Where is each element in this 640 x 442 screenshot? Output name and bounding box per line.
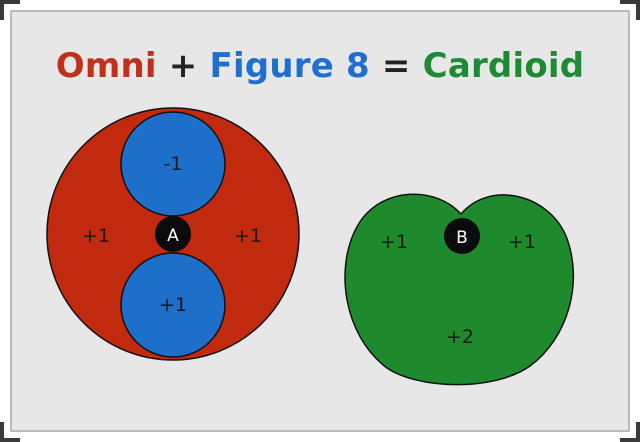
title-plus: + bbox=[168, 46, 198, 86]
cardioid-shape bbox=[344, 193, 575, 386]
cardioid-diagram: B +1 +1 +2 bbox=[344, 193, 575, 386]
corner-bracket-bottom-right bbox=[620, 422, 640, 442]
mic-a-label: A bbox=[167, 226, 179, 246]
cardioid-bottom-label: +2 bbox=[446, 326, 474, 348]
mic-a-dot bbox=[155, 216, 191, 252]
title-figure8: Figure 8 bbox=[209, 46, 370, 86]
cardioid-right-label: +1 bbox=[508, 231, 536, 253]
omni-right-label: +1 bbox=[234, 225, 262, 247]
title-cardioid: Cardioid bbox=[422, 46, 585, 86]
corner-bracket-top-right bbox=[620, 0, 640, 20]
omni-figure8-diagram: A +1 +1 -1 +1 bbox=[46, 107, 300, 361]
corner-bracket-bottom-left bbox=[0, 422, 20, 442]
top-lobe-label: -1 bbox=[164, 153, 183, 175]
mic-b-dot bbox=[444, 218, 480, 254]
bottom-lobe-label: +1 bbox=[159, 294, 187, 316]
title-equals: = bbox=[381, 46, 411, 86]
mic-b-label: B bbox=[456, 228, 468, 248]
corner-bracket-top-left bbox=[0, 0, 20, 20]
omni-left-label: +1 bbox=[82, 225, 110, 247]
figure8-bottom-lobe bbox=[120, 252, 226, 358]
equation-title: Omni + Figure 8 = Cardioid bbox=[0, 40, 640, 92]
cardioid-left-label: +1 bbox=[380, 231, 408, 253]
title-omni: Omni bbox=[55, 46, 157, 86]
